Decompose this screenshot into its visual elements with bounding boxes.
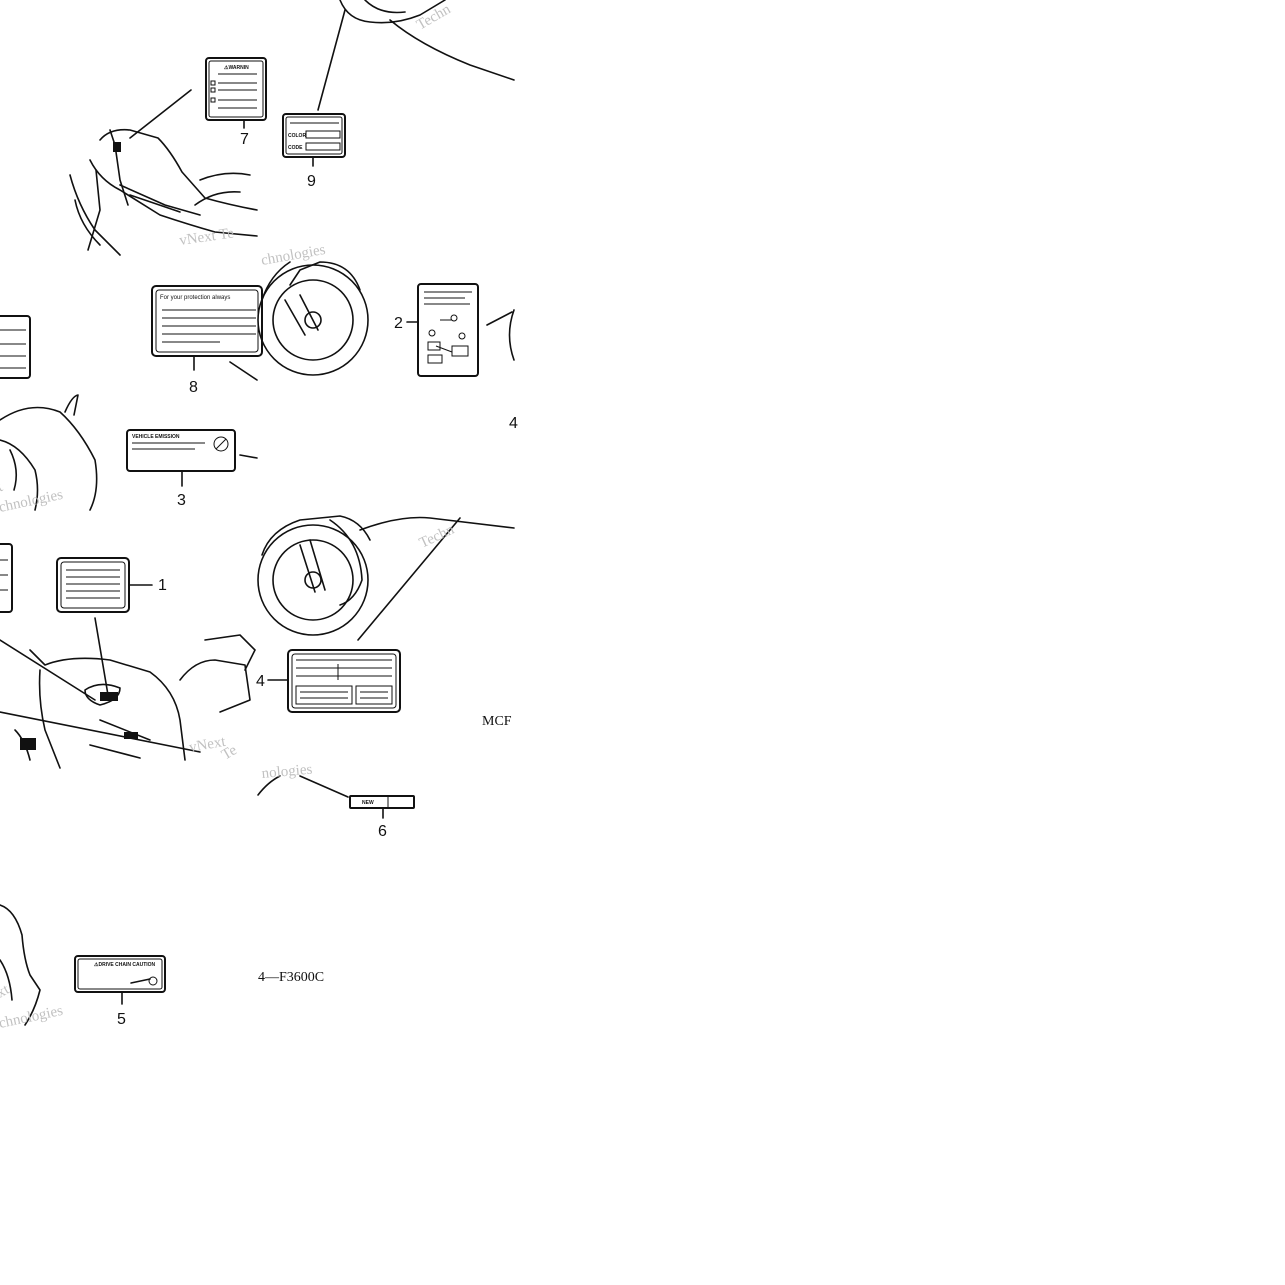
label-5-drive-chain[interactable]: [74, 955, 166, 993]
svg-text:nologies: nologies: [261, 762, 313, 782]
callout-7: 7: [240, 131, 249, 148]
bike-front-fairing: [0, 406, 98, 511]
svg-text:chnologies: chnologies: [0, 487, 65, 516]
label-8-protection[interactable]: [151, 285, 263, 357]
svg-text:vNext: vNext: [188, 734, 228, 756]
label-4-info[interactable]: [287, 649, 401, 713]
callout-3: 3: [177, 492, 186, 509]
label-8-heading: For your protection always: [160, 295, 230, 301]
tile-top-middle: COLOR CODE 9 Techn: [282, 0, 515, 190]
svg-text:Techn: Techn: [417, 522, 457, 552]
label-9-color-code[interactable]: [282, 113, 346, 158]
label-6-new[interactable]: [349, 795, 415, 809]
tile-middle-center: 2 4 chnologies: [257, 242, 518, 432]
front-wheel-lower: [257, 524, 369, 636]
svg-text:t: t: [0, 479, 6, 495]
callout-9: 9: [307, 173, 316, 190]
tile-bottom-left: ⚠DRIVE CHAIN CAUTION 5 xt chnologies: [0, 904, 166, 1032]
figure-code: 4—F3600C: [258, 970, 324, 985]
part-code-mcf: MCF: [482, 714, 512, 729]
callout-4-partial: 4: [509, 415, 518, 432]
svg-text:chnologies: chnologies: [0, 1003, 65, 1032]
bike-tank: [29, 649, 186, 761]
label-6-text: NEW: [362, 800, 374, 806]
tile-top-left: ⚠WARNIN 7 vNext Te: [69, 57, 267, 256]
callout-1: 1: [158, 577, 167, 594]
label-3-vehicle-emission[interactable]: [126, 429, 236, 472]
label-2-diagram[interactable]: [417, 283, 479, 377]
tile-label-6: NEW 6 nologies: [257, 762, 415, 840]
label-5-heading: ⚠DRIVE CHAIN CAUTION: [94, 962, 156, 968]
bike-rear-seat: [99, 128, 258, 211]
callout-2: 2: [394, 315, 403, 332]
callout-6: 6: [378, 823, 387, 840]
tile-middle-left: For your protection always 8 VEHICLE EMI…: [0, 285, 263, 516]
tile-lower-left: 1 vNext Te: [0, 543, 256, 769]
label-9-code: CODE: [288, 145, 303, 151]
label-1-info[interactable]: [56, 557, 130, 613]
label-3-heading: VEHICLE EMISSION: [132, 434, 180, 440]
bike-rear-chain-area: [0, 904, 41, 1026]
callout-5: 5: [117, 1011, 126, 1028]
label-7-heading: ⚠WARNIN: [224, 65, 249, 71]
svg-text:vNext Te: vNext Te: [178, 225, 235, 249]
callout-8: 8: [189, 379, 198, 396]
callout-4: 4: [256, 673, 265, 690]
tile-lower-center: 4 MCF Techn: [256, 515, 515, 729]
label-9-color: COLOR: [288, 133, 306, 139]
